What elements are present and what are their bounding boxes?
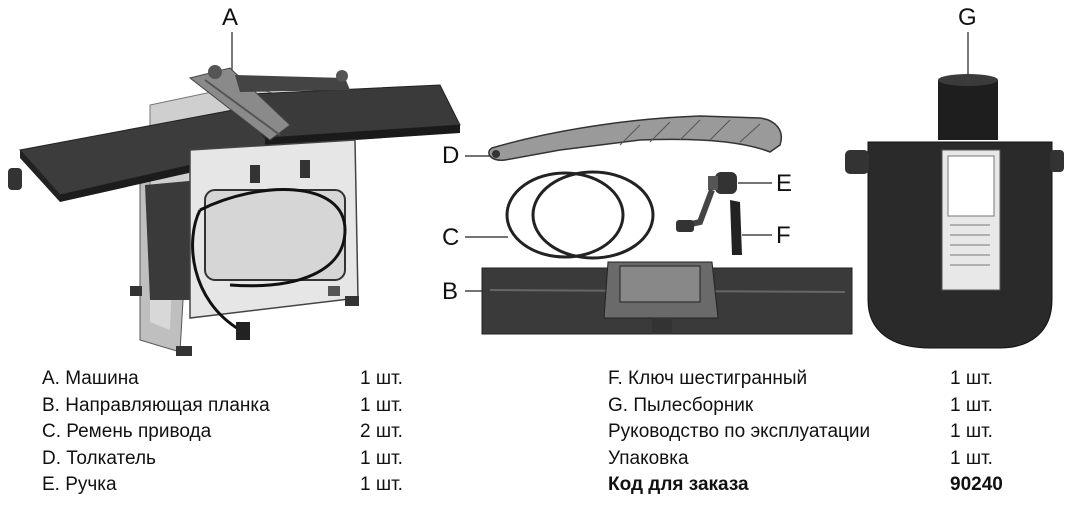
list-item: D. Толкатель 1 шт. [42, 446, 442, 473]
part-name: Руководство по эксплуатации [608, 421, 871, 442]
part-name: G. Пылесборник [608, 394, 754, 416]
parts-list-left: A. Машина 1 шт. B. Направляющая планка 1… [42, 366, 442, 499]
callout-g: G [958, 4, 977, 31]
list-item: Упаковка 1 шт. [608, 446, 1028, 473]
part-name: F. Ключ шестигранный [608, 368, 808, 389]
part-qty: 1 шт. [360, 447, 403, 469]
part-name: C. Ремень привода [42, 421, 212, 442]
part-qty: 2 шт. [360, 421, 403, 442]
part-name: D. Толкатель [42, 447, 156, 469]
list-item: G. Пылесборник 1 шт. [608, 393, 1028, 420]
part-qty: 1 шт. [360, 474, 403, 495]
part-name: B. Направляющая планка [42, 394, 270, 416]
callout-e: E [776, 170, 793, 197]
parts-illustration [8, 32, 1064, 356]
dust-collector-image [845, 32, 1064, 349]
list-item: E. Ручка 1 шт. [42, 472, 442, 499]
part-qty: 1 шт. [950, 421, 993, 442]
hex-key-image [730, 200, 772, 255]
order-code-value: 90240 [950, 474, 1003, 495]
part-qty: 1 шт. [360, 368, 403, 389]
list-item: F. Ключ шестигранный 1 шт. [608, 366, 1028, 393]
part-name: E. Ручка [42, 474, 117, 495]
callout-b: B [442, 278, 459, 305]
part-name: Упаковка [608, 447, 689, 469]
callout-f: F [776, 222, 791, 249]
crank-handle-image [676, 172, 772, 232]
list-item: A. Машина 1 шт. [42, 366, 442, 393]
part-qty: 1 шт. [360, 394, 403, 416]
part-qty: 1 шт. [950, 394, 993, 416]
callout-a: A [222, 4, 239, 31]
callout-c: C [442, 224, 460, 251]
list-item: C. Ремень привода 2 шт. [42, 419, 442, 446]
order-code-label: Код для заказа [608, 474, 749, 495]
fence-rail-image [465, 261, 853, 335]
parts-list-right: F. Ключ шестигранный 1 шт. G. Пылесборни… [608, 366, 1028, 499]
drive-belts-image [465, 170, 655, 260]
part-qty: 1 шт. [950, 368, 993, 389]
callout-d: D [442, 142, 460, 169]
list-item: Руководство по эксплуатации 1 шт. [608, 419, 1028, 446]
order-code-row: Код для заказа 90240 [608, 472, 1028, 499]
push-stick-image [465, 115, 782, 161]
list-item: B. Направляющая планка 1 шт. [42, 393, 442, 420]
part-name: A. Машина [42, 368, 139, 389]
part-qty: 1 шт. [950, 447, 993, 469]
planer-machine-image [8, 32, 461, 356]
